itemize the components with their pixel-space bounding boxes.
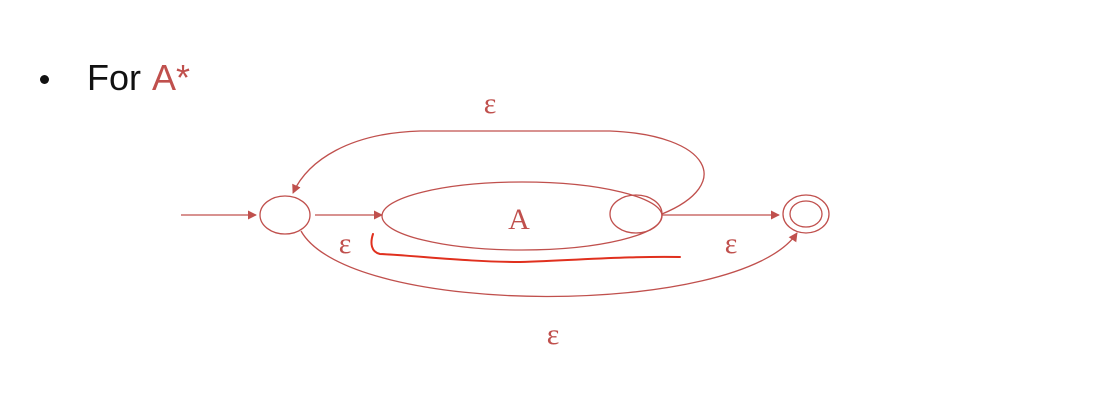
annotation-underline — [370, 233, 681, 264]
start-state — [259, 195, 311, 235]
bullet-expression: A* — [152, 57, 191, 98]
bullet-text: For — [87, 57, 141, 98]
bullet-dot-icon — [40, 74, 49, 84]
accept-state-outer — [782, 194, 830, 234]
epsilon-entry-label: ε — [339, 227, 352, 260]
bullet-item: For A* — [40, 52, 190, 104]
inner-machine-label: A — [508, 203, 530, 236]
epsilon-bypass-label: ε — [547, 318, 560, 351]
inner-final-state — [609, 194, 663, 234]
epsilon-bypass-arc — [300, 230, 798, 298]
epsilon-loop-arc — [292, 130, 705, 215]
epsilon-exit-label: ε — [725, 227, 738, 260]
accept-state-inner — [789, 200, 823, 228]
epsilon-loop-label: ε — [484, 87, 497, 120]
